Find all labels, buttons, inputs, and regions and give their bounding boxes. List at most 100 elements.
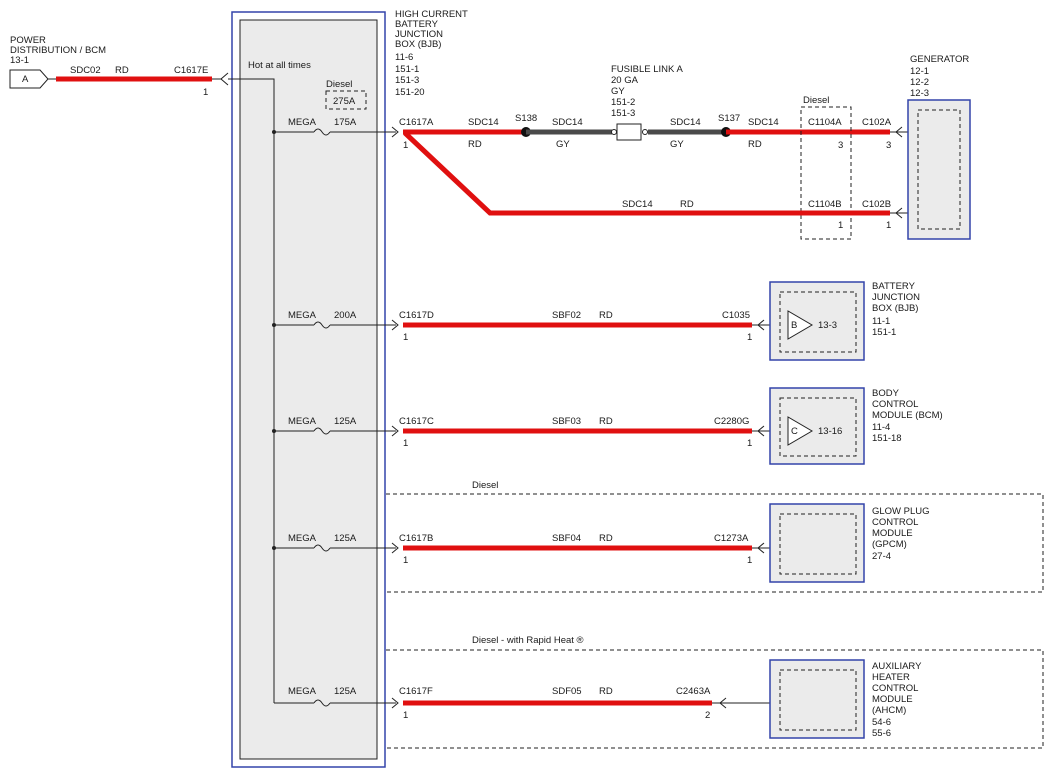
bcm-title-1: BODY [872,388,900,399]
fuse-type-label: MEGA [288,416,317,427]
fuse-125a-bcm: MEGA 125A [274,416,399,437]
diesel-fuse-label: Diesel [326,79,352,90]
c1035-pin-label: 1 [747,332,752,343]
generator-ref-3: 12-3 [910,88,929,99]
c1617a-connector-label: C1617A [399,117,434,128]
fusible-link-color: GY [611,86,625,97]
c102a-label: C102A [862,117,892,128]
ahcm-module [769,659,865,739]
fusible-link-gauge: 20 GA [611,75,639,86]
fuse-125a-gpcm: MEGA 125A [274,533,399,554]
c1273a-pin-label: 1 [747,555,752,566]
sdc14-c-label: SDC14 [670,117,701,128]
c1104b-label: C1104B [808,199,842,210]
c1273a-label: C1273A [714,533,749,544]
sdc14-b-label: SDC14 [552,117,583,128]
c102a-pin-label: 3 [886,140,891,151]
fuse-symbol [313,128,331,136]
gpcm-title-1: GLOW PLUG [872,506,930,517]
power-distribution-title-1: POWER [10,35,46,46]
rd-lower-label: RD [680,199,694,210]
fuse-symbol [313,321,331,329]
c1617e-connector-symbol [220,72,229,86]
sbf03-color-label: RD [599,416,613,427]
diesel-fuse-box [325,90,367,110]
bcm-ref-1: 11-4 [872,422,890,433]
c2463a-label: C2463A [676,686,711,697]
hot-at-all-times-label: Hot at all times [248,60,311,71]
bcm-ref-2: 151-18 [872,433,902,444]
c1617e-connector-label: C1617E [174,65,208,76]
c1617f-label: C1617F [399,686,433,697]
c1035-label: C1035 [722,310,750,321]
bjb-dest-title-1: BATTERY [872,281,916,292]
ref-page-13-16: 13-16 [818,426,842,437]
ahcm-title-5: (AHCM) [872,705,906,716]
ref-letter-b: B [791,320,797,331]
ref-letter-c: C [791,426,798,437]
c1617c-label: C1617C [399,416,434,427]
fuse-type-label: MEGA [288,533,317,544]
fusible-link-ref-1: 151-2 [611,97,635,108]
bjb-ref-3: 151-3 [395,75,419,86]
bjb-dest-ref-2: 151-1 [872,327,896,338]
s137-label: S137 [718,113,740,124]
ahcm-ref-1: 54-6 [872,717,891,728]
bcm-module [769,387,865,465]
ref-page-13-3: 13-3 [818,320,837,331]
fuse-175a: MEGA 175A [274,117,399,138]
ahcm-branch: C1617F 1 SDF05 RD C2463A 2 AUXILIARY HEA… [399,659,922,739]
c102b-pin-label: 1 [886,220,891,231]
ahcm-title-1: AUXILIARY [872,661,922,672]
fuse-type-label: MEGA [288,310,317,321]
generator-ref-2: 12-2 [910,77,929,88]
c1617d-pin-label: 1 [403,332,408,343]
gpcm-title-2: CONTROL [872,517,918,528]
c1104b-pin-label: 1 [838,220,843,231]
c2463a-pin-label: 2 [705,710,710,721]
ahcm-title-3: CONTROL [872,683,918,694]
fuse-rating-label: 175A [334,117,357,128]
fuse-symbol [313,544,331,552]
sbf02-circuit-label: SBF02 [552,310,581,321]
sbf04-color-label: RD [599,533,613,544]
bjb-ref-2: 151-1 [395,64,419,75]
generator-module-inner [917,109,961,230]
battery-junction-box-module [769,281,865,361]
c102b-label: C102B [862,199,891,210]
fuse-125a-ahcm: MEGA 125A [274,686,399,709]
bjb-branch: C1617D 1 SBF02 RD C1035 1 B 13-3 BATTERY… [399,281,920,361]
bjb-title-3: JUNCTION [395,29,443,40]
sdc14-lower-wire [403,131,890,216]
bjb-title-4: BOX (BJB) [395,39,441,50]
bcm-branch: C1617C 1 SBF03 RD C2280G 1 C 13-16 BODY … [399,387,943,465]
gpcm-ref-1: 27-4 [872,551,891,562]
generator-title: GENERATOR [910,54,969,65]
ahcm-title-4: MODULE [872,694,913,705]
sdc14-a-label: SDC14 [468,117,499,128]
fuse-symbol [313,699,331,707]
c1617e-pin-label: 1 [203,87,208,98]
c1617f-pin-label: 1 [403,710,408,721]
sdc14-lower-label: SDC14 [622,199,653,210]
generator-ref-1: 12-1 [910,66,929,77]
c2280g-label: C2280G [714,416,749,427]
bcm-title-2: CONTROL [872,399,918,410]
power-distribution-page-ref: 13-1 [10,55,29,66]
generator-diesel-label: Diesel [803,95,829,106]
bjb-ref-4: 151-20 [395,87,425,98]
c1617c-pin-label: 1 [403,438,408,449]
c1617a-pin-label: 1 [403,140,408,151]
gpcm-module [769,503,865,583]
bjb-title-1: HIGH CURRENT [395,9,468,20]
fuse-rating-label: 125A [334,416,357,427]
rd-d-label: RD [748,139,762,150]
fusible-link-a-symbol [616,123,642,141]
sbf04-circuit-label: SBF04 [552,533,581,544]
generator-branch: C1617A 1 SDC14 RD S138 SDC14 GY FUSIBLE … [399,54,971,240]
page-reference-arrow [787,416,813,446]
sdf05-circuit-label: SDF05 [552,686,582,697]
c1104a-label: C1104A [808,117,842,128]
bcm-title-3: MODULE (BCM) [872,410,943,421]
fuse-type-label: MEGA [288,117,317,128]
